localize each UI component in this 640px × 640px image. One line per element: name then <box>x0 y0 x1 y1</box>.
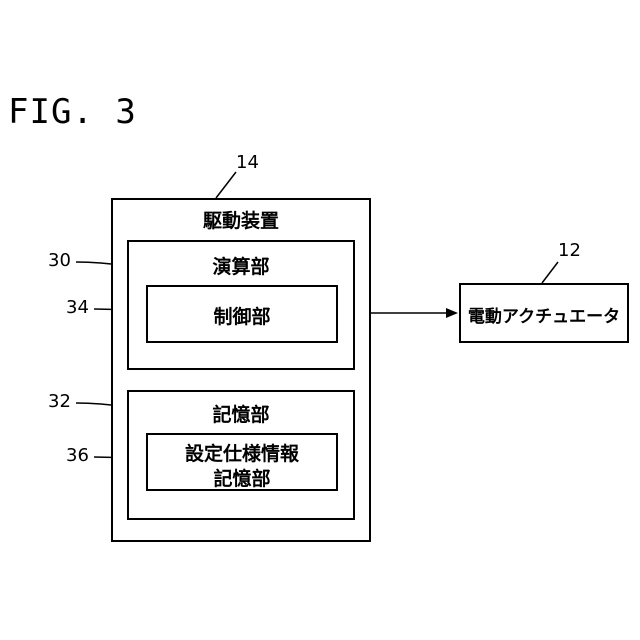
ref-30: 30 <box>48 250 71 271</box>
leader-line-12 <box>542 262 558 283</box>
compute-unit-label: 演算部 <box>127 252 355 279</box>
memory-unit-label: 記憶部 <box>127 400 355 427</box>
spec-memory-unit-label-line2: 記憶部 <box>146 464 338 491</box>
ref-12: 12 <box>558 240 581 261</box>
signal-arrow-head <box>446 308 458 318</box>
ref-34: 34 <box>66 297 89 318</box>
ref-14: 14 <box>236 152 259 173</box>
ref-36: 36 <box>66 445 89 466</box>
ref-32: 32 <box>48 391 71 412</box>
control-unit-label: 制御部 <box>146 302 338 329</box>
drive-device-label: 駆動装置 <box>111 206 371 233</box>
leader-line-14 <box>216 172 236 198</box>
actuator-label: 電動アクチュエータ <box>459 302 629 327</box>
spec-memory-unit-label-line1: 設定仕様情報 <box>146 439 338 466</box>
